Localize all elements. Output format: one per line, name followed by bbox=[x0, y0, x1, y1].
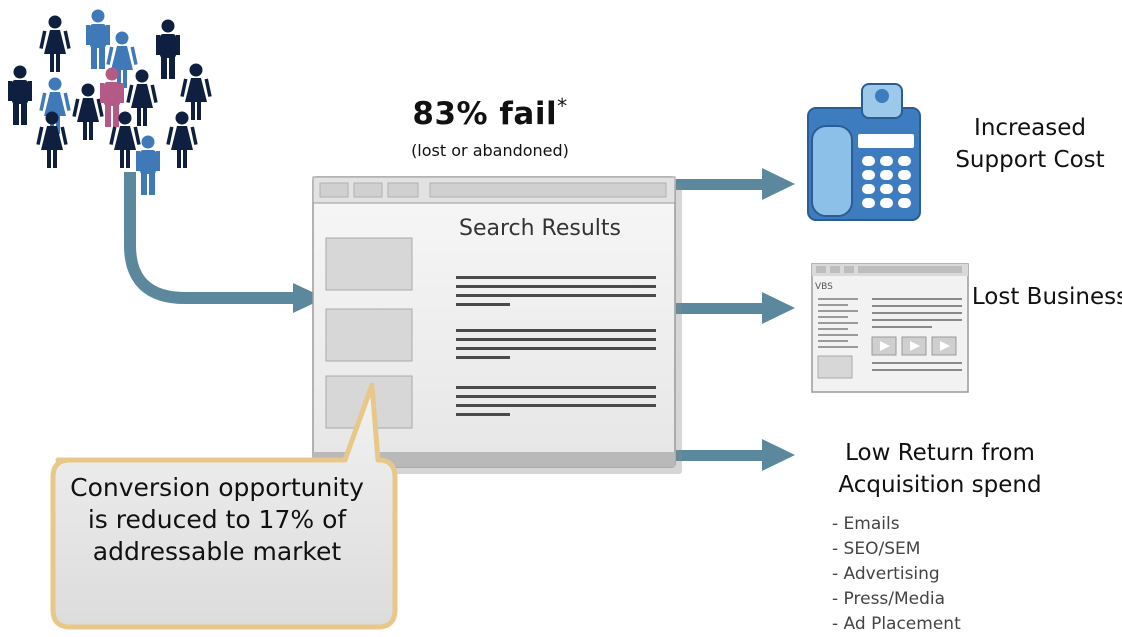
list-item: Advertising bbox=[832, 562, 1012, 587]
flow-arrow-to-low-return bbox=[676, 439, 795, 471]
outcome-low-return: Low Return from Acquisition spend bbox=[838, 440, 1042, 498]
mini-webpage-icon bbox=[811, 263, 969, 393]
fail-subtitle: (lost or abandoned) bbox=[411, 141, 569, 160]
keypad-key bbox=[898, 156, 911, 166]
mini-text-line bbox=[818, 304, 848, 306]
list-item: Press/Media bbox=[832, 587, 1012, 612]
callout-text: Conversion opportunity is reduced to 17%… bbox=[70, 473, 364, 566]
keypad-key bbox=[880, 184, 893, 194]
list-item: Emails bbox=[832, 512, 1012, 537]
flow-arrow-into-results bbox=[124, 172, 300, 304]
person-icon bbox=[100, 67, 124, 127]
mini-text-line bbox=[818, 346, 858, 348]
person-icon bbox=[72, 83, 104, 140]
person-icon bbox=[86, 9, 110, 69]
mini-page-label: VBS bbox=[815, 282, 833, 292]
person-icon bbox=[39, 15, 71, 72]
keypad-key bbox=[898, 170, 911, 180]
mini-text-line bbox=[818, 328, 848, 330]
person-icon bbox=[8, 65, 32, 125]
keypad-key bbox=[898, 184, 911, 194]
search-results-title: Search Results bbox=[458, 216, 621, 241]
keypad-key bbox=[862, 184, 875, 194]
mini-text-line bbox=[818, 310, 858, 312]
person-icon bbox=[166, 111, 198, 168]
mini-text-line bbox=[818, 298, 858, 300]
list-item: Ad Placement bbox=[832, 612, 1012, 637]
list-item: SEO/SEM bbox=[832, 537, 1012, 562]
keypad-key bbox=[862, 198, 875, 208]
keypad-key bbox=[862, 170, 875, 180]
search-results-window bbox=[312, 176, 682, 474]
flow-arrow-to-support bbox=[676, 168, 795, 200]
fail-headline: 83% fail* bbox=[412, 94, 568, 132]
person-icon bbox=[180, 63, 212, 120]
person-icon bbox=[36, 111, 68, 168]
mini-text-line bbox=[818, 334, 858, 336]
phone-icon bbox=[807, 83, 921, 221]
spend-list: Emails SEO/SEM Advertising Press/Media A… bbox=[832, 512, 1012, 637]
person-icon bbox=[106, 31, 138, 88]
person-icon bbox=[136, 135, 160, 195]
person-icon bbox=[109, 111, 141, 168]
person-icon bbox=[39, 77, 71, 134]
keypad-key bbox=[880, 198, 893, 208]
person-icon bbox=[156, 19, 180, 79]
flow-arrow-to-lost-business bbox=[676, 292, 795, 324]
crowd-icon bbox=[8, 9, 212, 195]
mini-text-line bbox=[818, 322, 858, 324]
keypad-key bbox=[862, 156, 875, 166]
mini-text-line bbox=[818, 340, 848, 342]
outcome-support-cost: Increased Support Cost bbox=[955, 115, 1105, 173]
callout-bubble bbox=[50, 382, 398, 630]
keypad-key bbox=[898, 198, 911, 208]
mini-text-line bbox=[818, 316, 848, 318]
keypad-key bbox=[880, 170, 893, 180]
person-icon bbox=[126, 69, 158, 126]
keypad-key bbox=[880, 156, 893, 166]
outcome-lost-business: Lost Business bbox=[971, 284, 1122, 310]
